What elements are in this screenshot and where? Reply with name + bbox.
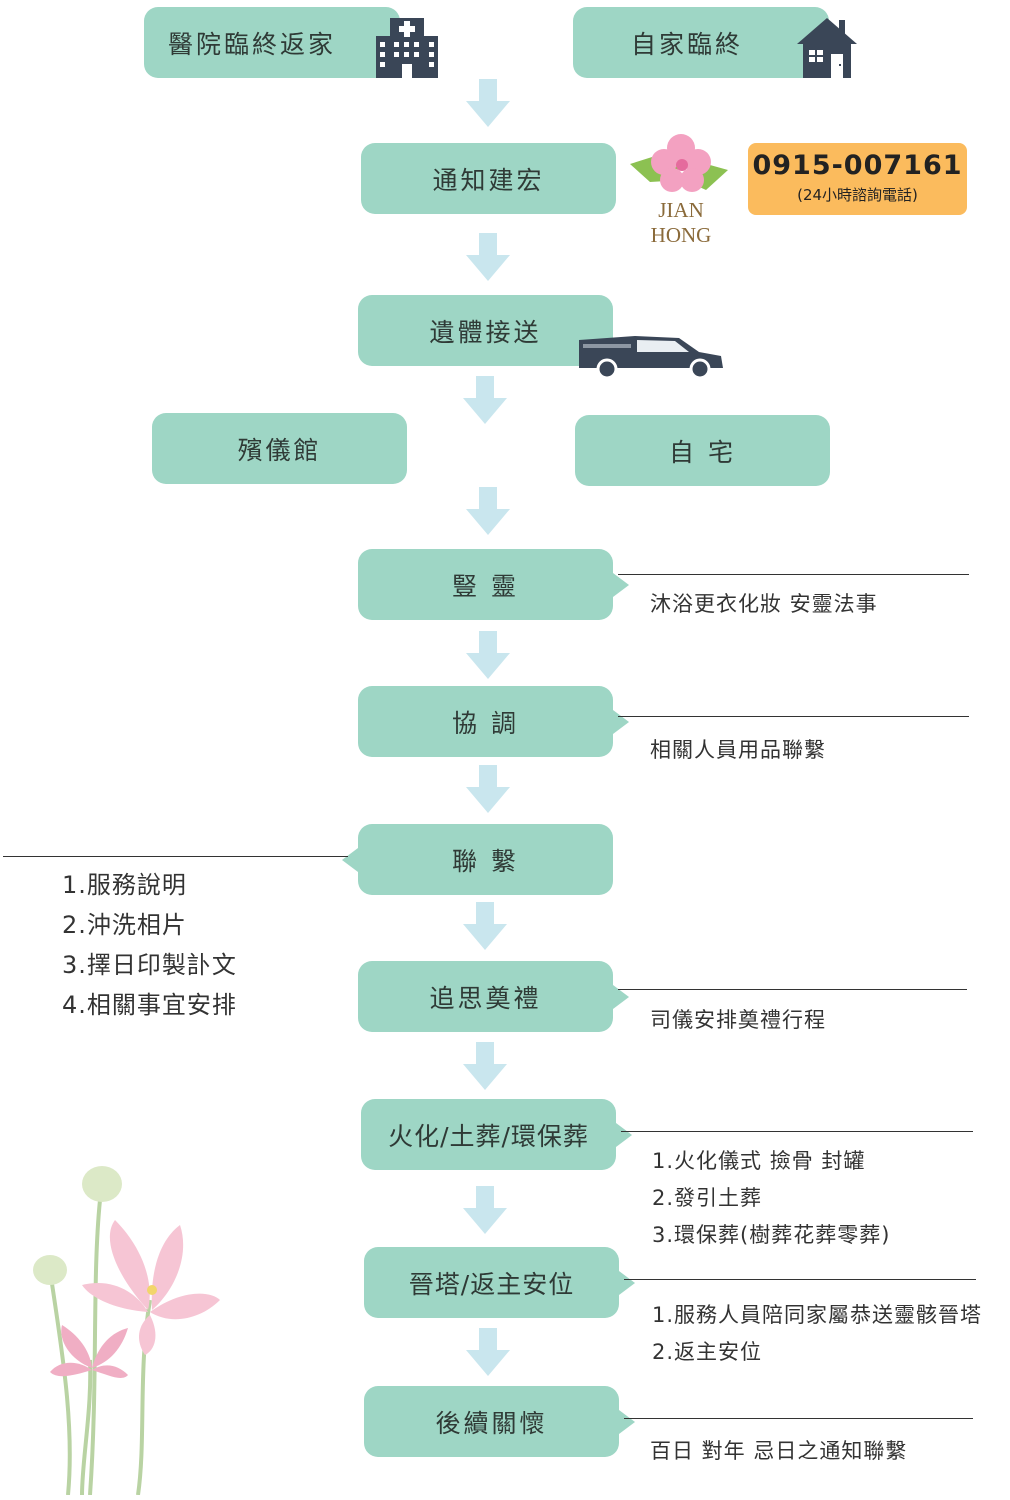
step-aftercare-label: 後續關懷 bbox=[435, 1408, 548, 1438]
note-cremation-line: 2.發引土葬 bbox=[652, 1186, 763, 1210]
arrow-down-icon bbox=[463, 1042, 507, 1090]
note-contact-line: 4.相關事宜安排 bbox=[62, 991, 237, 1019]
step-transport: 遺體接送 bbox=[358, 295, 613, 366]
connector-line bbox=[624, 1279, 976, 1280]
phone-number[interactable]: 0915-007161 bbox=[752, 150, 963, 181]
note-cremation-line: 3.環保葬(樹葬花葬零葬) bbox=[652, 1223, 891, 1247]
note-cremation: 1.火化儀式 撿骨 封罐 2.發引土葬 3.環保葬(樹葬花葬零葬) bbox=[652, 1143, 890, 1254]
phone-note: (24小時諮詢電話) bbox=[797, 186, 918, 204]
step-funeral-hall-label: 殯儀館 bbox=[237, 435, 322, 465]
step-enshrine-label: 晉塔/返主安位 bbox=[408, 1269, 575, 1299]
note-contact-line: 3.擇日印製訃文 bbox=[62, 951, 237, 979]
note-contact-line: 1.服務說明 bbox=[62, 871, 187, 899]
step-set-spirit: 豎 靈 bbox=[358, 549, 629, 620]
arrow-down-icon bbox=[466, 487, 510, 535]
step-cremation: 火化/土葬/環保葬 bbox=[361, 1099, 632, 1170]
hibiscus-logo-icon bbox=[630, 134, 728, 192]
connector-line bbox=[618, 716, 969, 717]
step-transport-label: 遺體接送 bbox=[429, 317, 542, 347]
arrow-down-icon bbox=[463, 376, 507, 424]
step-notify-label: 通知建宏 bbox=[432, 165, 545, 195]
step-enshrine: 晉塔/返主安位 bbox=[364, 1247, 635, 1318]
note-aftercare: 百日 對年 忌日之通知聯繫 bbox=[650, 1439, 908, 1463]
note-contact-line: 2.沖洗相片 bbox=[62, 911, 187, 939]
note-memorial: 司儀安排奠禮行程 bbox=[650, 1008, 826, 1032]
step-set-spirit-label: 豎 靈 bbox=[452, 571, 519, 601]
arrow-down-icon bbox=[466, 233, 510, 281]
step-contact: 聯 繫 bbox=[342, 824, 613, 895]
step-notify: 通知建宏 bbox=[361, 143, 616, 214]
note-enshrine: 1.服務人員陪同家屬恭送靈骸晉塔 2.返主安位 bbox=[652, 1297, 982, 1371]
arrow-down-icon bbox=[466, 631, 510, 679]
step-residence-label: 自 宅 bbox=[669, 437, 736, 467]
step-memorial-label: 追思奠禮 bbox=[429, 983, 542, 1013]
step-home-death: 自家臨終 bbox=[573, 7, 829, 78]
step-memorial: 追思奠禮 bbox=[358, 961, 629, 1032]
step-coordinate: 協 調 bbox=[358, 686, 629, 757]
step-aftercare: 後續關懷 bbox=[364, 1386, 635, 1457]
step-residence: 自 宅 bbox=[575, 415, 830, 486]
connector-line bbox=[3, 856, 348, 857]
lotus-flower-icon bbox=[33, 1166, 220, 1495]
phone-badge[interactable]: 0915-007161 (24小時諮詢電話) bbox=[748, 143, 967, 215]
arrow-down-icon bbox=[466, 79, 510, 127]
hospital-building-icon bbox=[376, 18, 438, 78]
step-coordinate-label: 協 調 bbox=[452, 708, 519, 738]
brand-wordmark: JIAN HONG bbox=[650, 198, 712, 247]
arrow-down-icon bbox=[466, 765, 510, 813]
arrow-down-icon bbox=[463, 1186, 507, 1234]
house-icon bbox=[797, 18, 857, 78]
arrow-down-icon bbox=[466, 1328, 510, 1376]
arrow-down-icon bbox=[463, 902, 507, 950]
step-hospital-death: 醫院臨終返家 bbox=[144, 7, 400, 78]
hearse-icon bbox=[579, 336, 723, 378]
step-home-death-label: 自家臨終 bbox=[630, 29, 743, 59]
note-enshrine-line: 2.返主安位 bbox=[652, 1340, 763, 1364]
connector-line bbox=[618, 574, 969, 575]
step-cremation-label: 火化/土葬/環保葬 bbox=[388, 1121, 589, 1151]
step-funeral-hall: 殯儀館 bbox=[152, 413, 407, 484]
note-coordinate: 相關人員用品聯繫 bbox=[650, 738, 826, 762]
connector-line bbox=[624, 1418, 973, 1419]
step-contact-label: 聯 繫 bbox=[452, 846, 519, 876]
connector-line bbox=[618, 989, 967, 990]
note-set-spirit: 沐浴更衣化妝 安靈法事 bbox=[650, 592, 878, 616]
connector-line bbox=[621, 1131, 973, 1132]
note-contact: 1.服務說明 2.沖洗相片 3.擇日印製訃文 4.相關事宜安排 bbox=[62, 865, 237, 1025]
step-hospital-death-label: 醫院臨終返家 bbox=[167, 29, 336, 59]
note-cremation-line: 1.火化儀式 撿骨 封罐 bbox=[652, 1149, 866, 1173]
note-enshrine-line: 1.服務人員陪同家屬恭送靈骸晉塔 bbox=[652, 1303, 983, 1327]
